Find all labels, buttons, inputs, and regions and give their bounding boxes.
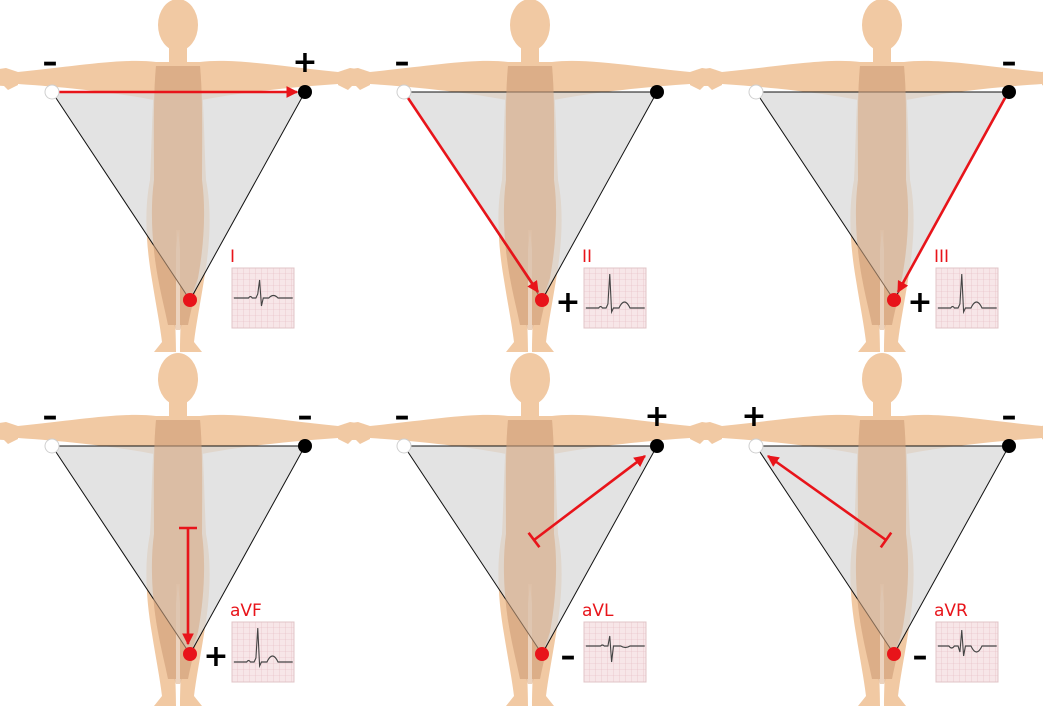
ecg-paper bbox=[936, 268, 998, 328]
panel-avr: +––aVR bbox=[692, 353, 1043, 706]
left-arm-electrode bbox=[45, 85, 59, 99]
right-arm-electrode bbox=[1002, 439, 1016, 453]
panel-i: – + I bbox=[0, 0, 368, 352]
lead-label: aVF bbox=[230, 601, 262, 621]
right-polarity-sign: – bbox=[1002, 399, 1017, 434]
foot-electrode bbox=[535, 647, 549, 661]
ecg-strip bbox=[584, 622, 646, 682]
right-polarity-sign: + bbox=[644, 399, 669, 434]
left-arm-electrode bbox=[397, 439, 411, 453]
right-arm-electrode bbox=[650, 439, 664, 453]
right-arm-electrode bbox=[1002, 85, 1016, 99]
panel-avl: –+–aVL bbox=[340, 353, 720, 706]
ecg-paper bbox=[936, 622, 998, 682]
foot-electrode bbox=[887, 293, 901, 307]
right-polarity-sign: – bbox=[1002, 45, 1017, 80]
left-polarity-sign: – bbox=[395, 399, 410, 434]
foot-electrode bbox=[887, 647, 901, 661]
left-arm-electrode bbox=[397, 85, 411, 99]
right-polarity-sign: + bbox=[292, 45, 317, 80]
right-arm-electrode bbox=[298, 85, 312, 99]
ecg-paper bbox=[232, 622, 294, 682]
foot-polarity-sign: + bbox=[203, 639, 228, 674]
left-polarity-sign: – bbox=[395, 45, 410, 80]
ecg-paper bbox=[584, 622, 646, 682]
panel-avf: – – +aVF bbox=[0, 353, 368, 706]
foot-polarity-sign: – bbox=[561, 639, 576, 674]
left-arm-electrode bbox=[45, 439, 59, 453]
ecg-strip bbox=[232, 268, 294, 328]
lead-label: III bbox=[934, 247, 949, 267]
foot-electrode bbox=[183, 293, 197, 307]
left-arm-electrode bbox=[749, 85, 763, 99]
right-arm-electrode bbox=[650, 85, 664, 99]
left-polarity-sign: – bbox=[43, 399, 58, 434]
panel-ii: – +II bbox=[340, 0, 720, 352]
right-polarity-sign: – bbox=[298, 399, 313, 434]
foot-polarity-sign: + bbox=[555, 285, 580, 320]
ecg-paper bbox=[584, 268, 646, 328]
panel-iii: – + III bbox=[692, 0, 1043, 352]
lead-label: I bbox=[230, 247, 235, 267]
lead-label: aVL bbox=[582, 601, 614, 621]
ecg-strip bbox=[936, 268, 998, 328]
left-arm-electrode bbox=[749, 439, 763, 453]
foot-polarity-sign: – bbox=[913, 639, 928, 674]
right-arm-electrode bbox=[298, 439, 312, 453]
left-polarity-sign: – bbox=[43, 45, 58, 80]
foot-polarity-sign: + bbox=[907, 285, 932, 320]
left-polarity-sign: + bbox=[741, 399, 766, 434]
ecg-strip bbox=[232, 622, 294, 682]
lead-label: II bbox=[582, 247, 592, 267]
ecg-strip bbox=[936, 622, 998, 682]
lead-label: aVR bbox=[934, 601, 968, 621]
foot-electrode bbox=[535, 293, 549, 307]
foot-electrode bbox=[183, 647, 197, 661]
ecg-strip bbox=[584, 268, 646, 328]
